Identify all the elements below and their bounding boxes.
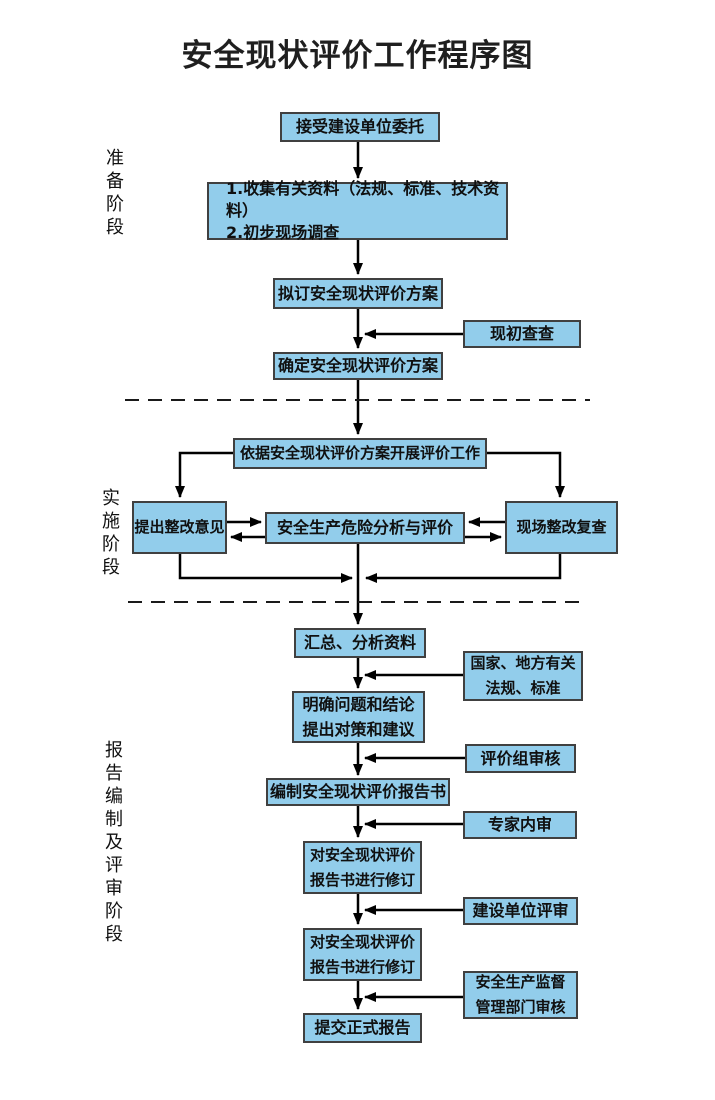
node-suggest-rectification: 提出整改意见 xyxy=(132,501,227,554)
connector-carryout-to-suggest xyxy=(175,451,233,498)
connector-carryout-to-recheck xyxy=(487,451,565,498)
node-accept-commission: 接受建设单位委托 xyxy=(280,112,440,142)
phase-label-implementation: 实施阶段 xyxy=(99,488,120,580)
node-draft-plan: 拟订安全现状评价方案 xyxy=(273,278,443,309)
connector-suggest-to-junction xyxy=(178,553,353,583)
node-site-recheck: 现场整改复查 xyxy=(505,501,618,554)
node-expert-review: 专家内审 xyxy=(463,811,577,839)
node-confirm-plan: 确定安全现状评价方案 xyxy=(273,352,443,380)
node-client-review: 建设单位评审 xyxy=(463,897,578,925)
node-compile-report: 编制安全现状评价报告书 xyxy=(266,778,450,806)
node-revise-report-2: 对安全现状评价 报告书进行修订 xyxy=(303,928,422,981)
node-carry-out-evaluation: 依据安全现状评价方案开展评价工作 xyxy=(233,438,487,469)
phase-label-reporting: 报告编制及评审阶段 xyxy=(102,740,123,947)
page-title: 安全现状评价工作程序图 xyxy=(181,38,534,74)
node-summarize-data: 汇总、分析资料 xyxy=(294,628,426,658)
phase-label-preparation: 准备阶段 xyxy=(103,148,124,240)
node-initial-check: 现初查查 xyxy=(463,320,581,348)
node-clarify-conclusions: 明确问题和结论 提出对策和建议 xyxy=(292,691,425,743)
node-authority-review: 安全生产监督 管理部门审核 xyxy=(463,971,578,1019)
node-risk-analysis: 安全生产危险分析与评价 xyxy=(265,512,465,544)
node-regulations-standards: 国家、地方有关 法规、标准 xyxy=(463,651,583,701)
node-group-review: 评价组审核 xyxy=(465,744,576,773)
connector-recheck-to-junction xyxy=(365,553,562,583)
node-submit-report: 提交正式报告 xyxy=(303,1013,422,1043)
node-revise-report-1: 对安全现状评价 报告书进行修订 xyxy=(303,841,422,894)
node-collect-data: 1.收集有关资料（法规、标准、技术资料） 2.初步现场调查 xyxy=(207,179,508,242)
